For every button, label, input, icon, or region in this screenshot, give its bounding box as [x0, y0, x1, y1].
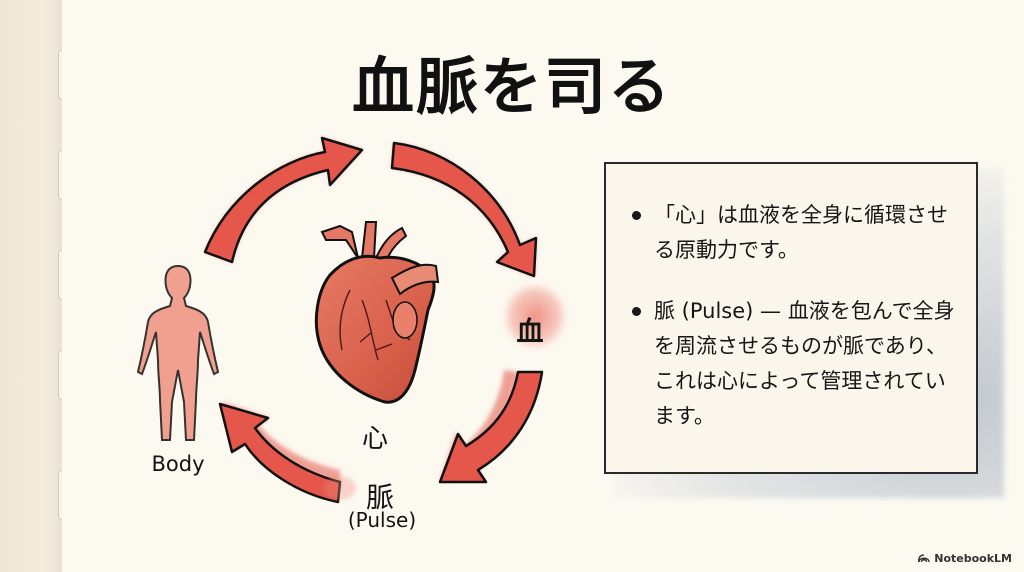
pulse-label: 脈: [365, 481, 394, 514]
branding-label: NotebookLM: [934, 552, 1012, 565]
cycle-arrow-upper-right: [390, 141, 538, 278]
bullet-dot-icon: [632, 307, 641, 316]
branding: NotebookLM: [918, 552, 1012, 565]
bullet-text: 脈 (Pulse) — 血液を包んで全身を周流させるものが脈であり、これは心によ…: [654, 299, 955, 428]
body-label: Body: [151, 452, 205, 476]
bullet-item: 「心」は血液を全身に循環させる原動力です。: [628, 198, 958, 268]
slide-title: 血脈を司る: [351, 50, 672, 123]
anatomical-heart-icon: [314, 221, 440, 404]
cycle-arrow-lower-left: [218, 402, 342, 504]
pulse-sublabel: (Pulse): [347, 508, 417, 532]
heart-label: 心: [361, 424, 388, 454]
notebooklm-logo-icon: [918, 554, 930, 563]
blood-splash: [501, 281, 569, 351]
pulse-smudge: [324, 476, 356, 500]
bullet-dot-icon: [632, 211, 641, 220]
bullet-list: 「心」は血液を全身に循環させる原動力です。 脈 (Pulse) — 血液を包んで…: [628, 198, 958, 434]
explanation-card: 「心」は血液を全身に循環させる原動力です。 脈 (Pulse) — 血液を包んで…: [604, 162, 978, 474]
bullet-text: 「心」は血液を全身に循環させる原動力です。: [654, 203, 948, 262]
bullet-item: 脈 (Pulse) — 血液を包んで全身を周流させるものが脈であり、これは心によ…: [628, 294, 958, 434]
blood-label: 血: [516, 317, 544, 348]
human-body-icon: [136, 264, 220, 441]
cycle-arrow-lower-right: [438, 370, 544, 484]
cycle-arrow-upper-left: [203, 136, 364, 264]
